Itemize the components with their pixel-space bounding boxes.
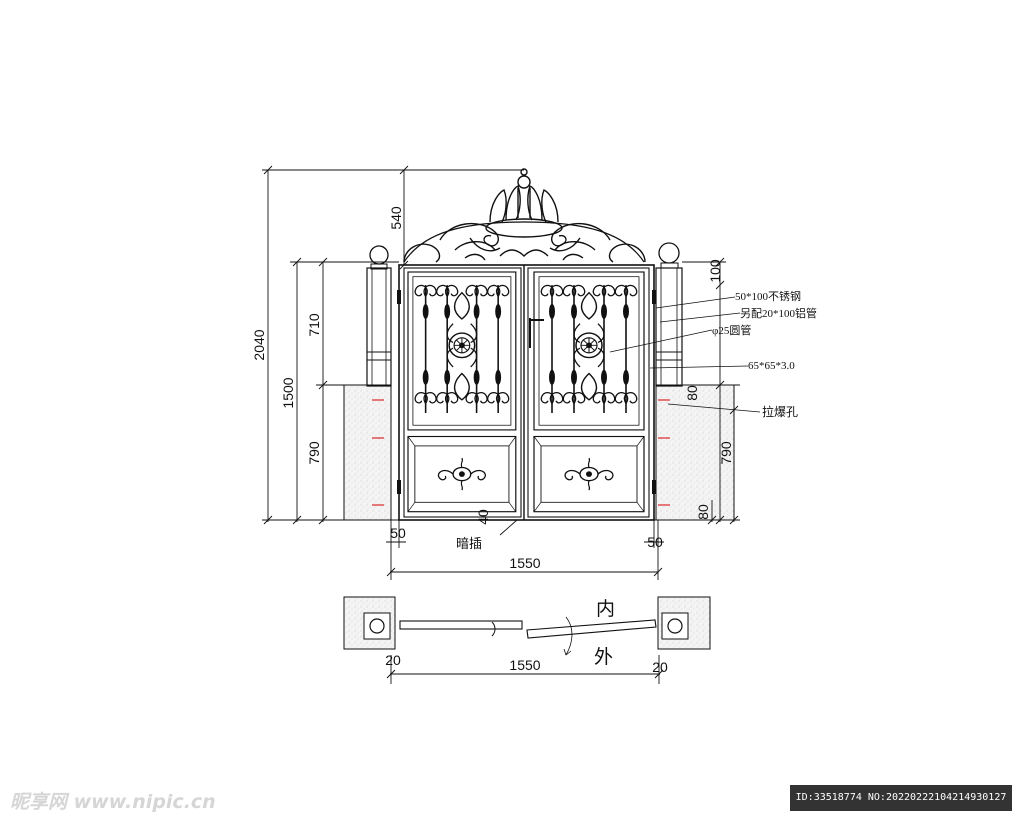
- dim-plan-1550: 1550: [509, 657, 540, 673]
- left-leaf-ornament: [408, 272, 516, 512]
- anchor-marks: [372, 399, 670, 506]
- note-round-tube: φ25圆管: [712, 323, 751, 337]
- left-finial: [369, 245, 389, 265]
- dim-790-right: 790: [718, 441, 734, 465]
- note-anchor: 拉爆孔: [762, 404, 798, 419]
- leader-lines: [609, 296, 761, 413]
- right-pillar: [655, 267, 683, 387]
- right-post-base: [655, 384, 735, 521]
- dimension-lines: [262, 165, 740, 580]
- dim-40: 40: [475, 509, 491, 525]
- left-pillar: [366, 267, 392, 387]
- dim-plan-20-right: 20: [652, 659, 668, 675]
- dim-2040: 2040: [251, 329, 267, 360]
- label-inside: 内: [596, 598, 615, 620]
- watermark-site: 昵享网 www.nipic.cn: [10, 791, 216, 813]
- left-post-base: [343, 384, 392, 521]
- dim-80-bottom: 80: [695, 504, 711, 520]
- dim-1500: 1500: [280, 377, 296, 408]
- right-finial: [658, 242, 680, 264]
- dim-50-left: 50: [390, 525, 406, 541]
- dim-80-mid: 80: [684, 385, 700, 401]
- handle-icon: [529, 318, 544, 348]
- label-outside: 外: [594, 646, 613, 668]
- note-hidden-bolt: 暗插: [456, 536, 482, 551]
- watermark-id: ID:33518774 NO:20220222104214930127: [790, 785, 1012, 811]
- right-leaf-ornament: [534, 272, 644, 512]
- dim-1550: 1550: [509, 555, 540, 571]
- note-frame: 65*65*3.0: [748, 360, 795, 372]
- right-leaf: [527, 267, 650, 518]
- dim-plan-20-left: 20: [385, 652, 401, 668]
- note-tube: 另配20*100铝管: [740, 306, 817, 320]
- dim-50-right: 50: [647, 534, 663, 550]
- plan-view: [343, 596, 711, 684]
- crown-ornament: [403, 168, 646, 263]
- left-leaf: [403, 267, 522, 518]
- note-steel: 50*100不锈钢: [735, 290, 801, 303]
- gate-frame: [398, 264, 655, 521]
- dim-540: 540: [388, 206, 404, 230]
- dim-100: 100: [707, 259, 723, 283]
- dim-790-left: 790: [306, 441, 322, 465]
- hinge-icons: [397, 290, 656, 494]
- dim-710: 710: [306, 313, 322, 337]
